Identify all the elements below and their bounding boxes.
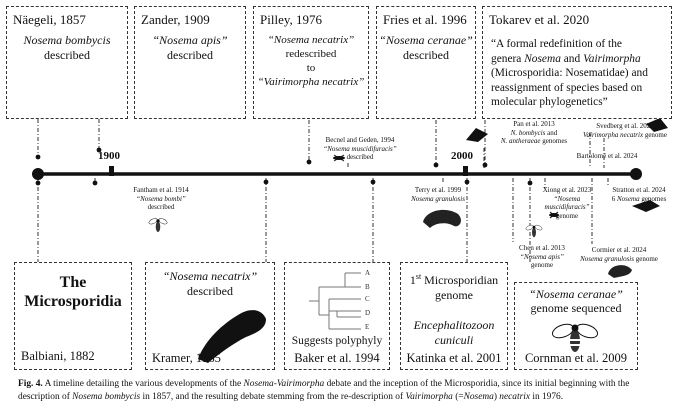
amphipod-icon bbox=[423, 209, 461, 228]
svg-text:C: C bbox=[365, 295, 370, 303]
event-description: “A formal redefinition of the genera Nos… bbox=[491, 38, 648, 108]
svg-text:D: D bbox=[365, 309, 370, 317]
event-bartolome: Bartolomé et al. 2024 bbox=[576, 152, 638, 160]
event-citation: Zander, 1909 bbox=[141, 12, 210, 27]
event-box-kramer: “Nosema necatrix”described Kramer, 1965 bbox=[145, 262, 275, 370]
bee-icon bbox=[148, 218, 168, 233]
timeline-start-dot bbox=[32, 168, 44, 180]
svg-text:B: B bbox=[365, 283, 370, 291]
svg-text:E: E bbox=[365, 323, 369, 331]
caterpillar-icon bbox=[198, 310, 266, 363]
event-citation: Tokarev et al. 2020 bbox=[489, 12, 590, 27]
tick-2000 bbox=[463, 166, 468, 176]
moth-icon bbox=[646, 118, 668, 132]
phylogeny-tree-icon: ABC DE bbox=[309, 269, 370, 331]
event-box-tokarev: Tokarev et al. 2020 “A formal redefiniti… bbox=[482, 6, 672, 119]
event-citation: Cornman et al. 2009 bbox=[524, 351, 628, 365]
event-description: “Nosema ceranae”described bbox=[379, 33, 473, 62]
mosquito-icon bbox=[549, 211, 559, 219]
event-description: “Nosema necatrix”described bbox=[162, 269, 258, 298]
event-dots bbox=[35, 147, 533, 186]
wasp-icon bbox=[632, 200, 660, 212]
event-box-zander: Zander, 1909 “Nosema apis”described bbox=[134, 6, 246, 119]
event-box-pilley: Pilley, 1976 “Nosema necatrix”redescribe… bbox=[253, 6, 369, 119]
event-citation: Fries et al. 1996 bbox=[383, 12, 467, 27]
year-label-1900: 1900 bbox=[98, 150, 120, 162]
moth-icon bbox=[466, 128, 488, 142]
amphipod-icon bbox=[608, 265, 632, 278]
event-chen: Chen et al. 2013“Nosema apis”genome bbox=[519, 244, 565, 269]
event-fantham: Fantham et al. 1914“Nosema bombi”describ… bbox=[133, 186, 189, 211]
event-citation: Katinka et al. 2001 bbox=[406, 351, 502, 365]
mosquito-icon bbox=[333, 154, 345, 162]
year-label-2000: 2000 bbox=[451, 150, 473, 162]
event-citation: Balbiani, 1882 bbox=[21, 349, 95, 363]
bee-icon bbox=[525, 224, 543, 238]
event-citation: Näegeli, 1857 bbox=[13, 12, 86, 27]
event-becnel: Becnel and Geden, 1994“Nosema muscidifur… bbox=[323, 136, 397, 161]
event-citation: Baker et al. 1994 bbox=[294, 351, 380, 365]
event-box-cornman: “Nosema ceranae”genome sequenced Cornman… bbox=[514, 282, 638, 370]
svg-text:A: A bbox=[365, 269, 370, 277]
event-citation: Pilley, 1976 bbox=[260, 12, 322, 27]
tick-1900 bbox=[109, 166, 114, 176]
event-description: “Nosema ceranae”genome sequenced bbox=[529, 287, 623, 315]
bee-icon bbox=[551, 323, 599, 352]
event-citation: Kramer, 1965 bbox=[152, 351, 221, 365]
event-description: “Nosema apis”described bbox=[152, 33, 228, 62]
figure-caption: Fig. 4. A timeline detailing the various… bbox=[18, 379, 630, 402]
event-box-fries: Fries et al. 1996 “Nosema ceranae”descri… bbox=[376, 6, 476, 119]
event-description: Suggests polyphyly bbox=[291, 335, 383, 347]
timeline-end-dot bbox=[630, 168, 642, 180]
